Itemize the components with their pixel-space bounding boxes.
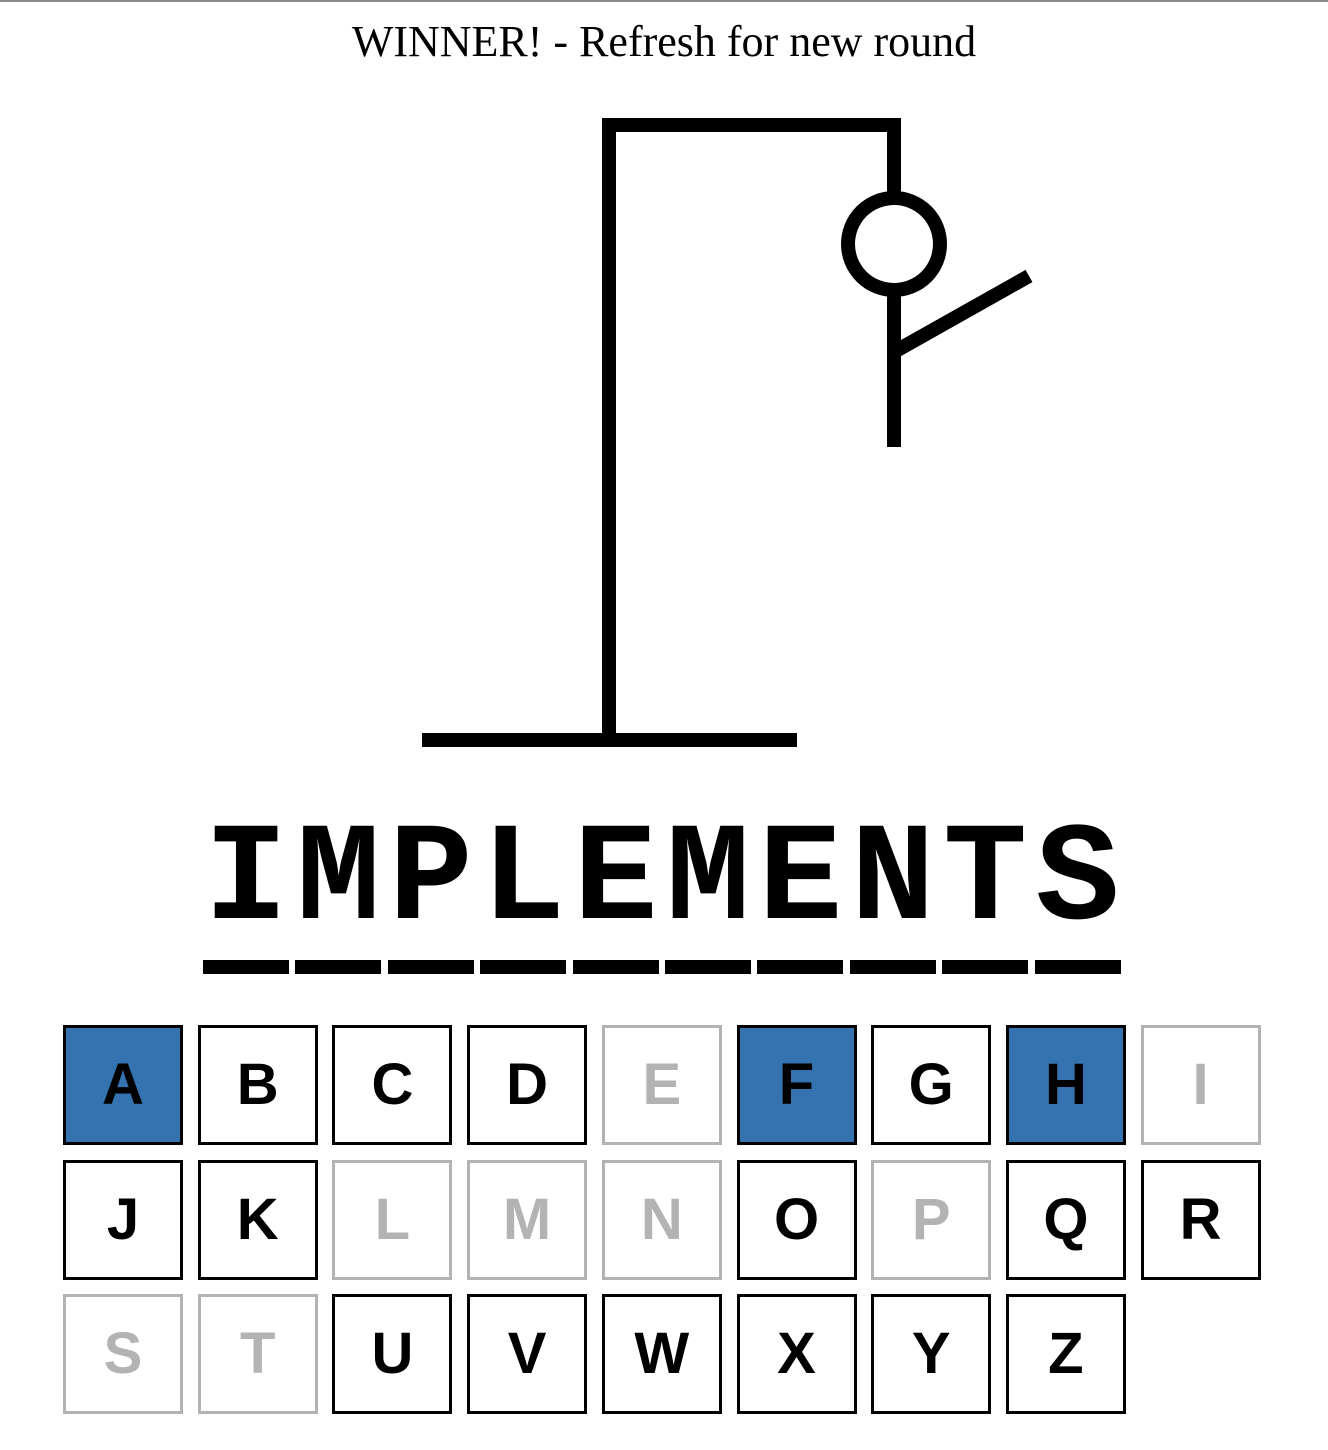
key-n[interactable]: N <box>601 1159 722 1280</box>
key-w[interactable]: W <box>601 1294 722 1414</box>
key-y[interactable]: Y <box>871 1294 992 1414</box>
letter-underline <box>480 960 567 974</box>
key-i[interactable]: I <box>1140 1025 1261 1145</box>
key-k[interactable]: K <box>197 1159 318 1280</box>
hangman-arm <box>890 269 1033 359</box>
key-l[interactable]: L <box>332 1159 453 1280</box>
key-p[interactable]: P <box>871 1159 992 1280</box>
key-s[interactable]: S <box>63 1294 183 1414</box>
word-slot: M <box>295 812 382 976</box>
word-slot: E <box>757 812 844 976</box>
key-d[interactable]: D <box>467 1025 588 1145</box>
status-message: WINNER! - Refresh for new round <box>351 17 977 66</box>
word-letter: P <box>388 802 473 961</box>
key-r[interactable]: R <box>1140 1159 1261 1280</box>
letter-underline <box>942 960 1029 974</box>
word-slot: L <box>480 812 567 976</box>
key-h[interactable]: H <box>1005 1025 1126 1145</box>
word-slot: S <box>1034 812 1121 976</box>
word-slot: P <box>387 812 474 976</box>
key-u[interactable]: U <box>332 1294 453 1414</box>
word-letter: T <box>943 802 1028 961</box>
key-m[interactable]: M <box>467 1159 588 1280</box>
word-slot: M <box>665 812 751 976</box>
word-letter: N <box>850 802 935 961</box>
word-slot: E <box>572 812 659 976</box>
word-letter: M <box>296 802 381 961</box>
letter-underline <box>572 960 659 974</box>
hangman-head <box>841 191 947 297</box>
word-letter: S <box>1035 802 1120 961</box>
hangman-drawing <box>422 118 1033 747</box>
word-letter: L <box>481 802 566 961</box>
word-letter: E <box>758 802 843 961</box>
key-a[interactable]: A <box>63 1025 183 1145</box>
key-c[interactable]: C <box>332 1025 453 1145</box>
letter-underline <box>665 960 751 974</box>
word-slot: N <box>849 812 936 976</box>
key-b[interactable]: B <box>197 1025 318 1145</box>
letter-underline <box>757 960 844 974</box>
key-t[interactable]: T <box>197 1294 318 1414</box>
letter-underline <box>387 960 474 974</box>
key-f[interactable]: F <box>736 1025 857 1145</box>
key-j[interactable]: J <box>63 1159 183 1280</box>
word-letter: M <box>665 802 750 961</box>
key-x[interactable]: X <box>736 1294 857 1414</box>
letter-underline <box>295 960 382 974</box>
top-divider <box>0 0 1328 2</box>
key-z[interactable]: Z <box>1005 1294 1126 1414</box>
key-q[interactable]: Q <box>1005 1159 1126 1280</box>
word-slot: T <box>942 812 1029 976</box>
key-g[interactable]: G <box>871 1025 992 1145</box>
word-letter: E <box>573 802 658 961</box>
letter-underline <box>203 960 289 974</box>
letter-underline <box>849 960 936 974</box>
key-e[interactable]: E <box>601 1025 722 1145</box>
key-v[interactable]: V <box>467 1294 588 1414</box>
letter-underline <box>1034 960 1121 974</box>
key-o[interactable]: O <box>736 1159 857 1280</box>
word-slot: I <box>203 812 289 976</box>
word-letter: I <box>203 802 288 961</box>
